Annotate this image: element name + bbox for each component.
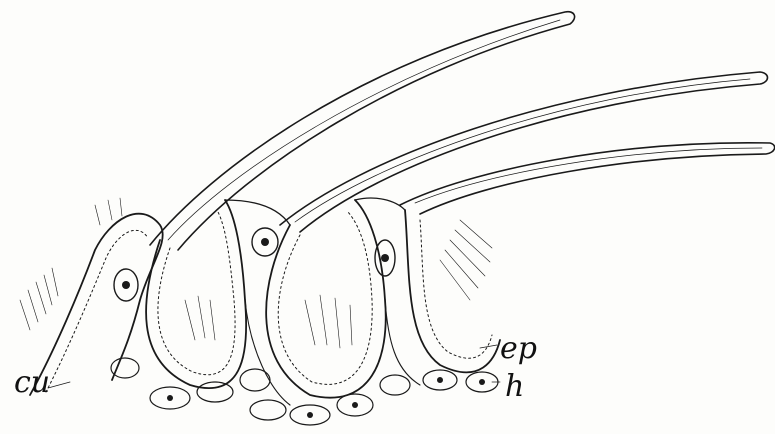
spine-3 — [400, 143, 775, 214]
label-h: h — [505, 372, 524, 402]
sac-3 — [405, 210, 500, 372]
hatching — [20, 198, 492, 348]
spine-2 — [280, 72, 768, 232]
nuclei — [114, 228, 395, 301]
label-ep: ep — [500, 334, 537, 364]
sac-2 — [266, 200, 386, 398]
label-cu: cu — [14, 368, 50, 398]
